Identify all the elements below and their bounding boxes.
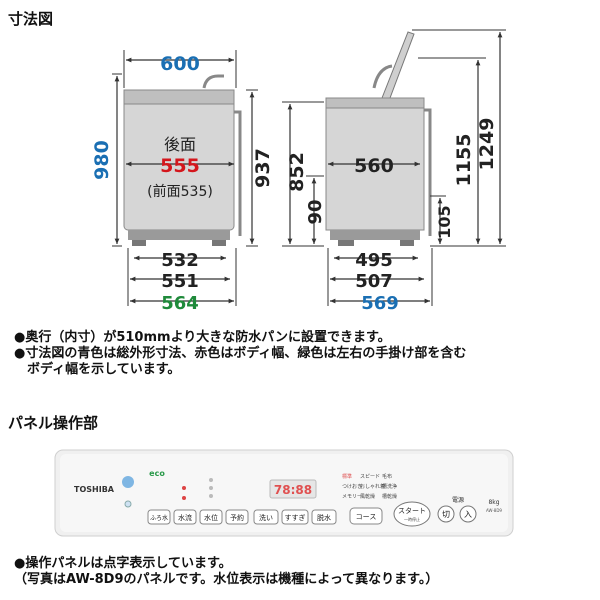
panel-note-1: ●操作パネルは点字表示しています。 [14,556,232,571]
suiryu-button[interactable]: 水流 [173,509,197,525]
side-view: 560 852 90 105 1155 1249 495 507 569 [282,29,506,314]
svg-text:スピード: スピード [360,474,380,480]
side-bottom-value-1: 495 [355,250,393,271]
side-hose [424,108,432,236]
susugi-button[interactable]: すすぎ [281,509,309,525]
front-view: 600 980 937 後面 555 (前面535) 532 551 564 [91,50,274,314]
dimension-note-1: ●奥行（内寸）が510mmより大きな防水パンに設置できます。 [14,330,391,345]
furo-button[interactable]: ふろ水 [147,509,171,525]
front-width-value: 600 [160,53,200,75]
panel-notes: ●操作パネルは点字表示しています。 （写真はAW-8D9のパネルです。水位表示は… [14,556,438,588]
side-height-1155-value: 1155 [453,134,475,187]
svg-text:一時停止: 一時停止 [404,516,420,522]
svg-text:予約: 予約 [230,513,244,522]
front-bottom-value-1: 532 [161,250,199,271]
svg-text:風乾燥: 風乾燥 [360,493,375,500]
svg-text:切: 切 [442,510,450,519]
svg-text:つけおき: つけおき [342,483,362,490]
power-label: 電源 [452,496,464,504]
side-height-105-value: 105 [435,205,454,238]
panel-section-title: パネル操作部 [8,414,99,432]
dimension-note-2: ●寸法図の青色は総外形寸法、赤色はボディ幅、緑色は左右の手掛け部を含む [14,346,467,361]
ion-icon [122,476,134,488]
panel-note-2: （写真はAW-8D9のパネルです。水位表示は機種によって異なります。） [14,572,439,587]
digital-display [269,479,317,499]
dimension-notes: ●奥行（内寸）が510mmより大きな防水パンに設置できます。 ●寸法図の青色は総… [14,330,466,378]
side-base [330,230,420,240]
start-pause-button[interactable]: スタート 一時停止 [393,501,431,527]
svg-text:脱水: 脱水 [317,513,331,522]
side-height-852-value: 852 [286,152,308,192]
control-panel-photo: TOSHIBA eco ふろ水 水流 水位 予約 78:88 洗い すすぎ 脱水 [54,449,514,537]
front-lid-handle [202,74,224,89]
capacity-label: 8kg [488,499,499,506]
svg-text:水流: 水流 [178,513,192,522]
side-foot-rear [400,240,414,246]
svg-text:おしゃれ着: おしゃれ着 [360,483,385,490]
svg-text:メモリー: メモリー [342,494,362,500]
svg-text:標準: 標準 [342,473,352,480]
svg-text:槽洗浄: 槽洗浄 [382,483,397,490]
front-foot-left [132,240,146,246]
model-label: AW-8D9 [486,508,502,513]
back-width-value: 555 [160,155,200,177]
side-height-1249-value: 1249 [476,118,498,171]
svg-text:入: 入 [464,510,472,519]
side-depth-value: 560 [354,155,394,177]
yoyaku-button[interactable]: 予約 [225,509,249,525]
front-foot-right [212,240,226,246]
side-top-panel [325,97,425,109]
dimension-diagram: 600 980 937 後面 555 (前面535) 532 551 564 [91,29,506,314]
ion-lamp [124,500,132,508]
side-open-lid [381,31,415,99]
svg-text:洗い: 洗い [259,513,273,522]
svg-text:水位: 水位 [204,513,218,522]
dassui-button[interactable]: 脱水 [311,509,337,525]
front-top-lid [123,89,235,105]
side-bottom-value-3: 569 [361,293,399,314]
power-off-button[interactable]: 切 [437,505,455,523]
side-lid-handle [372,64,393,89]
svg-text:スタート: スタート [398,506,426,515]
svg-text:すすぎ: すすぎ [285,513,306,522]
suii-button[interactable]: 水位 [199,509,223,525]
power-on-button[interactable]: 入 [459,505,477,523]
front-height-value: 980 [91,140,113,180]
back-label: 後面 [164,135,196,154]
svg-text:毛布: 毛布 [382,473,392,480]
dimension-section-title: 寸法図 [8,10,54,28]
front-hose [234,110,242,236]
front-bottom-value-2: 551 [161,271,199,292]
side-foot [338,240,354,246]
front-bottom-value-3: 564 [161,293,199,314]
svg-text:ふろ水: ふろ水 [150,514,168,522]
arai-button[interactable]: 洗い [253,509,279,525]
course-button[interactable]: コース [349,507,383,525]
dimension-note-3: ボディ幅を示しています。 [14,362,181,377]
brand-logo: TOSHIBA [74,485,115,494]
front-body-height-value: 937 [252,148,274,188]
display-value: 78:88 [274,483,312,497]
svg-text:槽乾燥: 槽乾燥 [382,493,397,500]
course-labels: 標準 スピード 毛布 つけおき おしゃれ着 槽洗浄 メモリー 風乾燥 槽乾燥 [342,473,397,500]
front-width-note: (前面535) [147,183,213,200]
svg-text:コース: コース [356,513,377,521]
side-height-90-value: 90 [305,199,326,224]
front-base [128,230,230,240]
side-bottom-value-2: 507 [355,271,393,292]
eco-label: eco [149,469,165,478]
